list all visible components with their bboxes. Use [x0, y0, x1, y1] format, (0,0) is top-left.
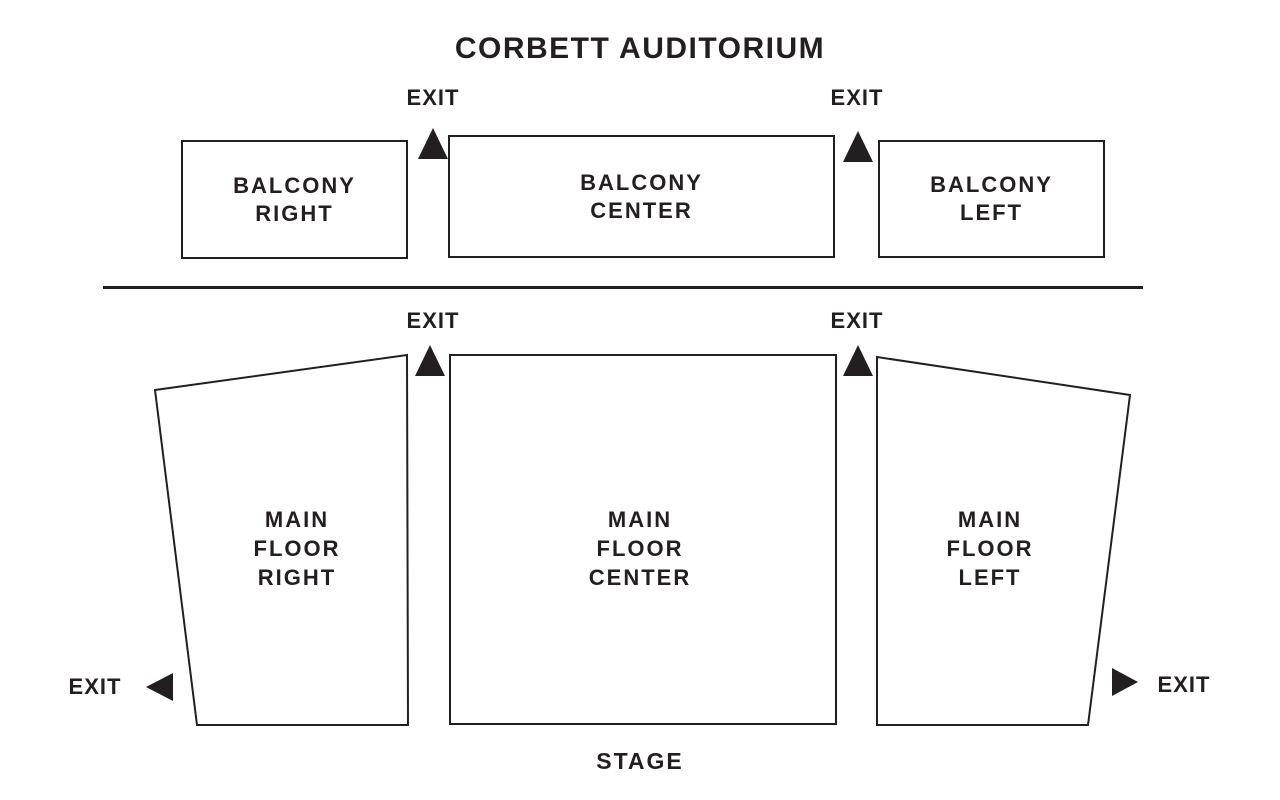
exit-label-main-right-aisle: EXIT [830, 308, 884, 333]
exit-label-balcony-right-aisle: EXIT [830, 85, 884, 110]
section-balcony-left: BALCONY LEFT [878, 140, 1105, 258]
exit-arrow-right-icon [1112, 668, 1138, 696]
exit-label-main-left-aisle: EXIT [406, 308, 460, 333]
exit-arrow-up-icon [418, 128, 448, 159]
section-label-main-floor-right: MAIN FLOOR RIGHT [253, 507, 341, 590]
section-label-main-floor-center: MAIN FLOOR CENTER [588, 507, 692, 590]
exit-arrow-up-icon [843, 345, 873, 376]
diagram-title: CORBETT AUDITORIUM [454, 32, 826, 65]
section-balcony-right: BALCONY RIGHT [181, 140, 408, 259]
level-divider-line [103, 286, 1143, 289]
section-balcony-center: BALCONY CENTER [448, 135, 835, 258]
exit-label-balcony-left-aisle: EXIT [406, 85, 460, 110]
section-main-floor-center [449, 354, 837, 725]
exit-arrow-left-icon [146, 673, 173, 701]
section-label: BALCONY CENTER [580, 169, 703, 223]
section-label: BALCONY LEFT [930, 172, 1053, 225]
section-main-floor-left-outline [876, 355, 1132, 726]
stage-label: STAGE [596, 748, 684, 774]
section-label: BALCONY RIGHT [233, 172, 356, 226]
exit-label-house-right-side: EXIT [1157, 672, 1211, 697]
exit-label-house-left-side: EXIT [68, 674, 122, 699]
section-main-floor-right-outline [153, 353, 410, 726]
exit-arrow-up-icon [415, 345, 445, 376]
section-label-main-floor-left: MAIN FLOOR LEFT [946, 507, 1034, 590]
exit-arrow-up-icon [843, 131, 873, 162]
